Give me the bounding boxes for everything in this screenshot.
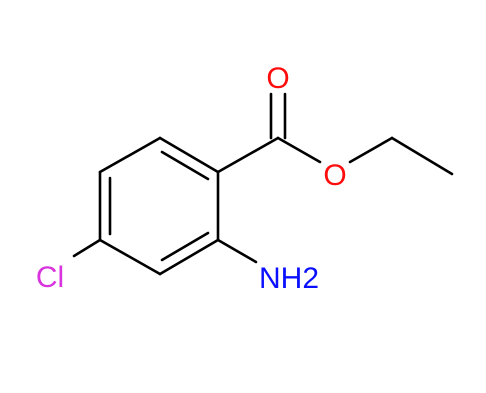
bond-ring-to-nitrogen <box>216 238 258 264</box>
bond-ring-to-chlorine <box>72 238 102 258</box>
bond-ester-oxygen-to-ch2 <box>348 136 394 164</box>
ring-bond-c4-c5 <box>98 238 162 276</box>
chlorine-label: Cl <box>36 261 64 294</box>
bond-ch2-to-ch3 <box>390 136 454 176</box>
carbonyl-oxygen-label: O <box>266 62 289 95</box>
ester-oxygen-label: O <box>323 159 346 192</box>
bond-ring-to-carbonyl <box>216 136 280 174</box>
amine-label: NH2 <box>259 262 319 295</box>
ring-inner-bond-lower <box>160 231 210 262</box>
bond-carbonyl-to-ester-oxygen <box>276 136 322 164</box>
ring-bond-c1-c2 <box>158 136 220 174</box>
ring-bond-c6-c1 <box>98 136 162 174</box>
ring-inner-bond-top <box>160 150 210 181</box>
ring-bond-c3-c4 <box>158 238 220 276</box>
